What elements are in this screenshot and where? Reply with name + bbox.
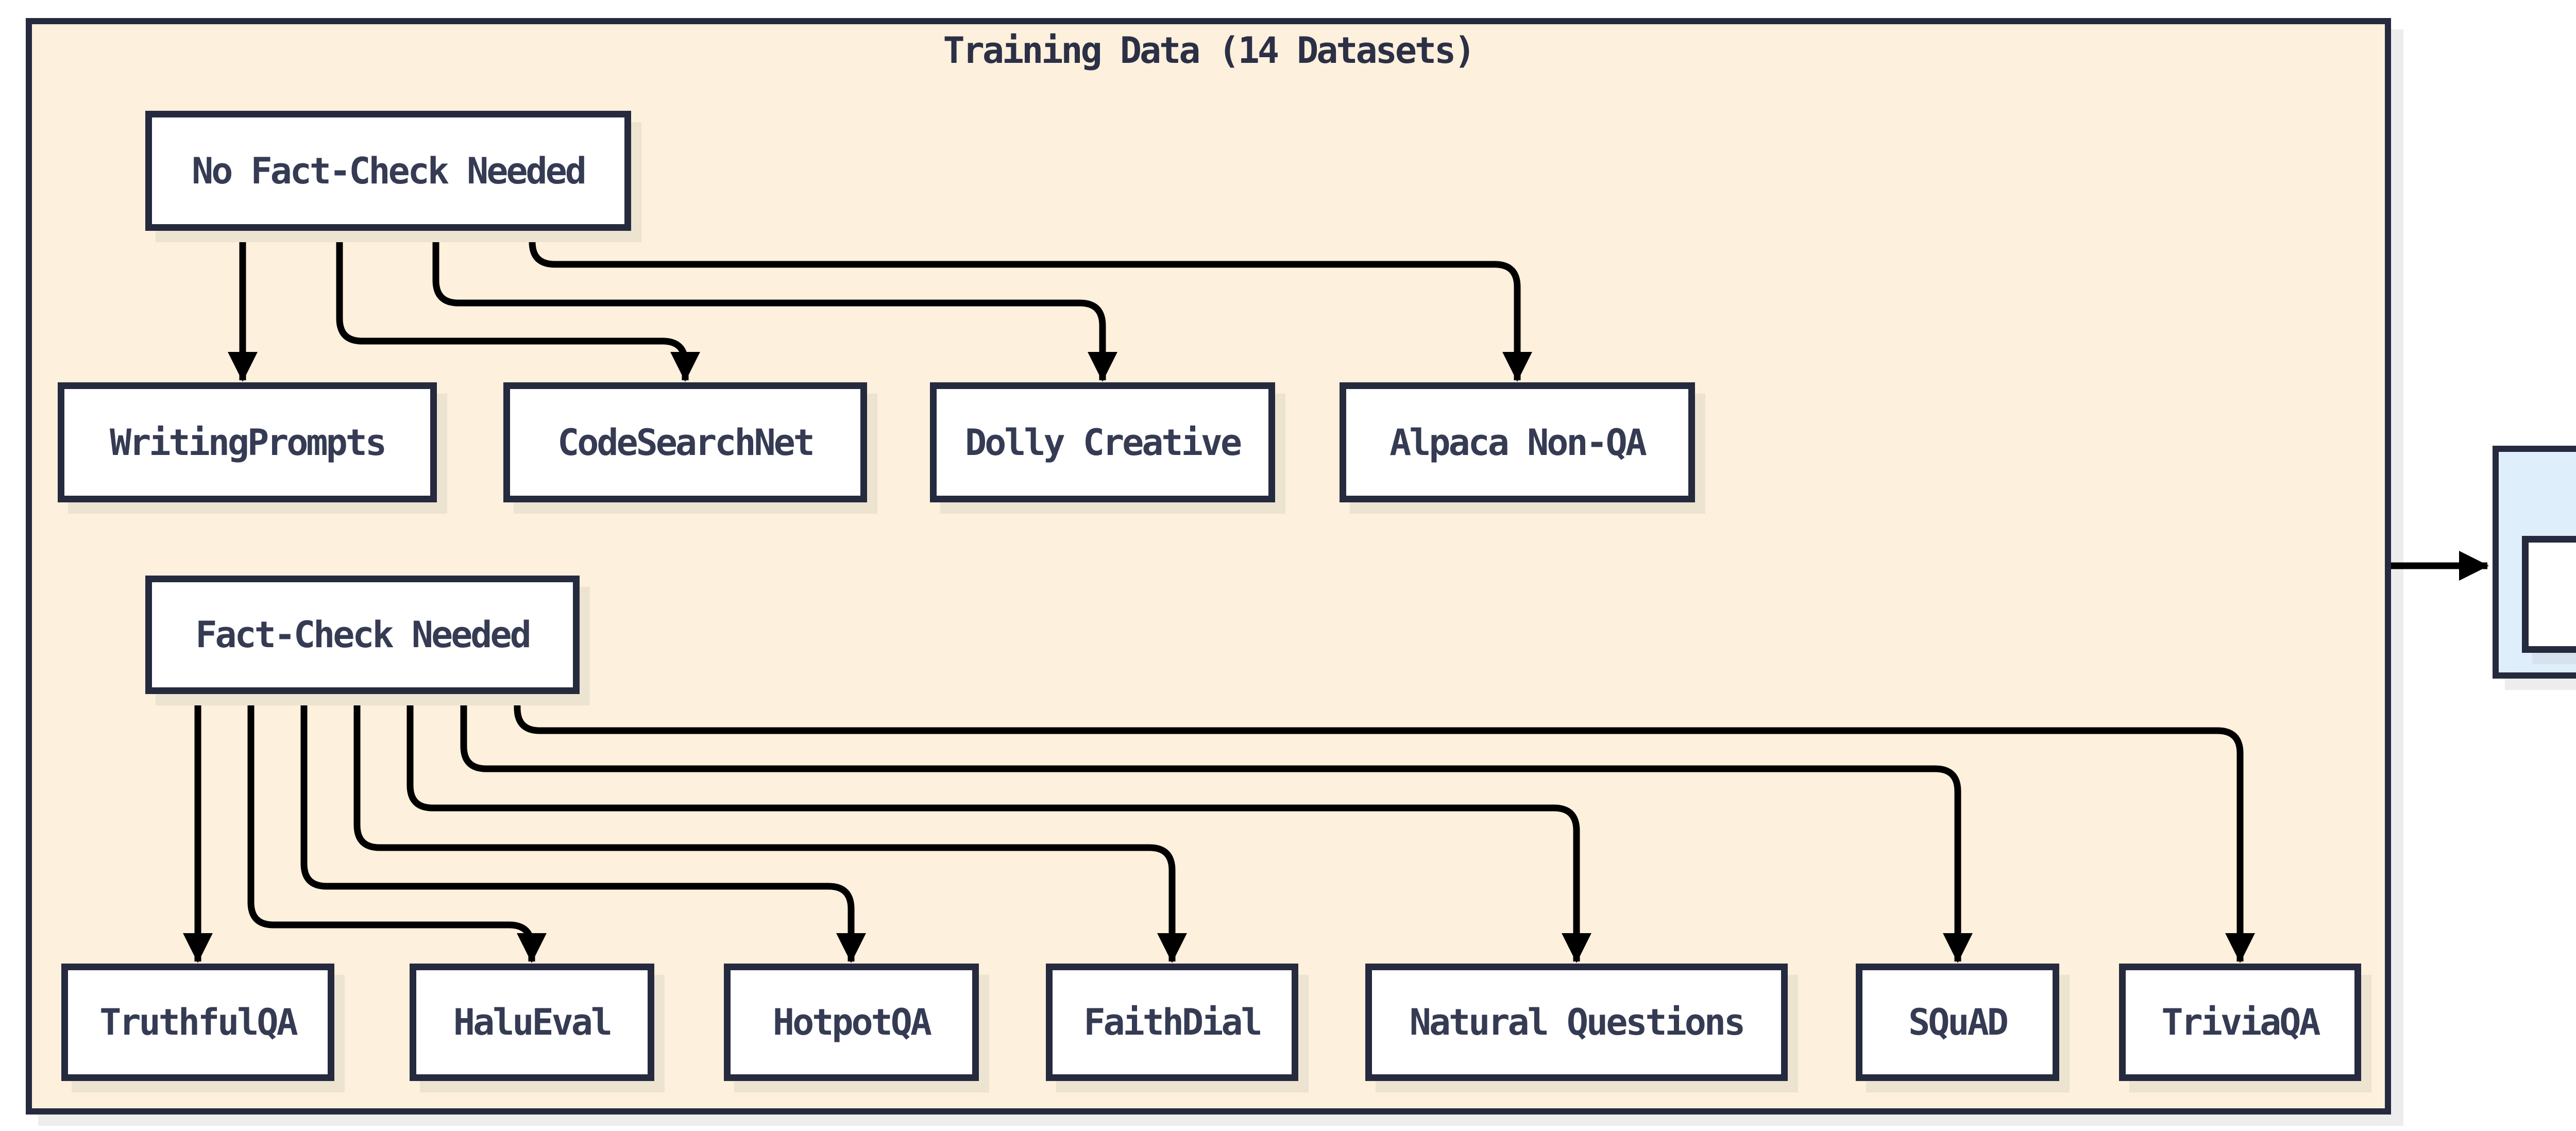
edge-fc-hotpotqa	[300, 690, 866, 963]
node-hotpotqa: HotpotQA	[724, 964, 979, 1081]
edge-nfc-alpacanonqa	[529, 227, 1532, 382]
node-modernbert-base: ModernBERT Base	[2522, 536, 2576, 653]
node-faithdial: FaithDial	[1046, 964, 1298, 1081]
node-alpaca-non-qa: Alpaca Non-QA	[1340, 382, 1695, 502]
edge-fc-faithdial	[353, 690, 1187, 963]
edge-fc-halueval	[247, 690, 547, 963]
node-codesearchnet: CodeSearchNet	[503, 382, 867, 502]
edge-nfc-dollycreative	[432, 227, 1117, 382]
edge-fc-naturalquestions	[406, 690, 1591, 963]
node-no-fact-check-needed: No Fact-Check Needed	[145, 111, 631, 231]
edge-fc-triviaqa	[514, 690, 2255, 963]
node-truthfulqa: TruthfulQA	[61, 964, 334, 1081]
edge-fc-squad	[460, 690, 1973, 963]
node-dolly-creative: Dolly Creative	[930, 382, 1275, 502]
node-fact-check-needed: Fact-Check Needed	[145, 576, 580, 694]
training-data-title: Training Data (14 Datasets)	[943, 29, 1476, 72]
node-halueval: HaluEval	[410, 964, 654, 1081]
node-triviaqa: TriviaQA	[2119, 964, 2361, 1081]
node-natural-questions: Natural Questions	[1365, 964, 1788, 1081]
node-writingprompts: WritingPrompts	[58, 382, 437, 502]
edge-nfc-codesearchnet	[336, 227, 700, 382]
node-squad: SQuAD	[1856, 964, 2059, 1081]
